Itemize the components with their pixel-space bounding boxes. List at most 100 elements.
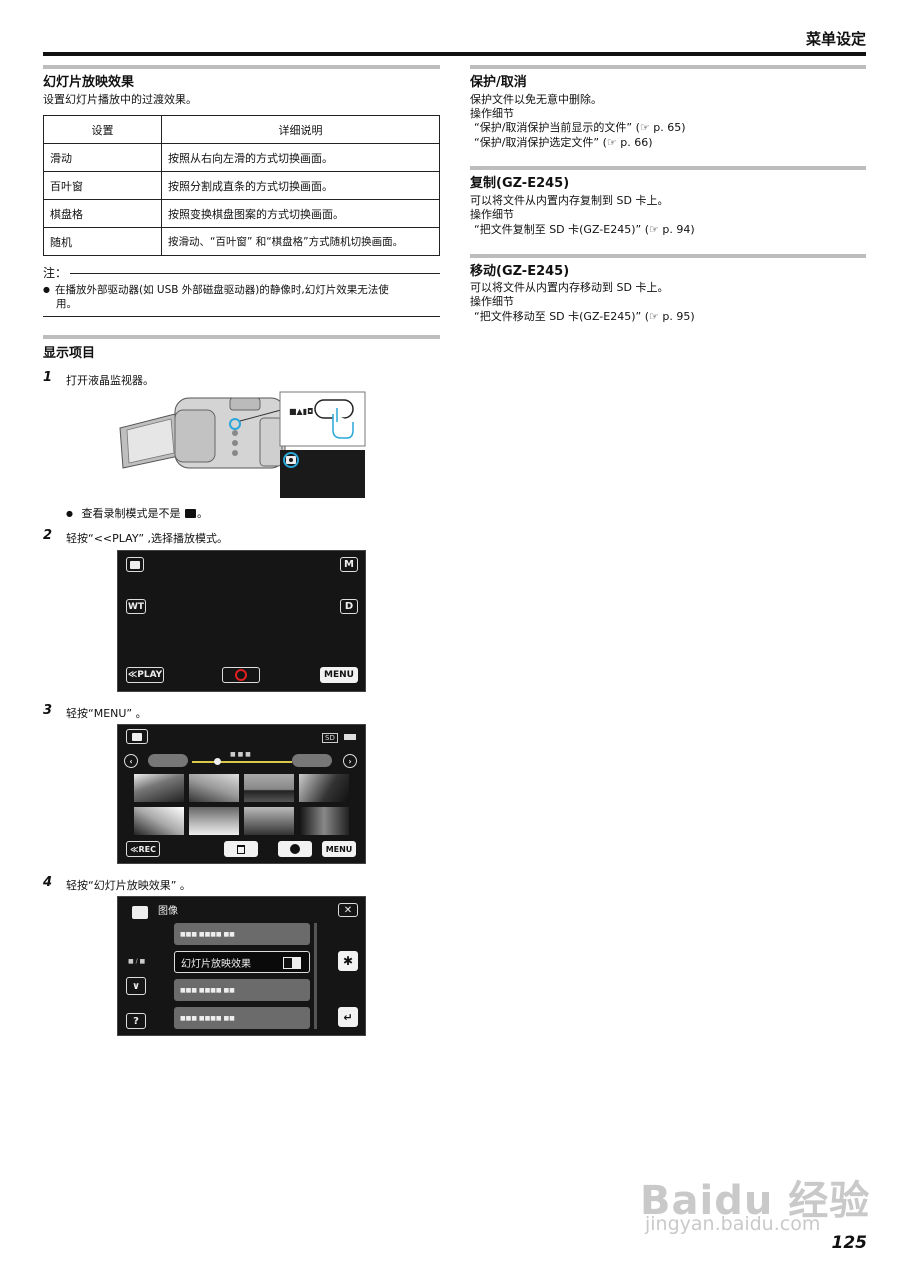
table-row: 随机 按滑动、“百叶窗” 和“棋盘格”方式随机切换画面。 [43, 227, 440, 256]
date-pill-right[interactable] [292, 754, 332, 767]
note-text: 在播放外部驱动器(如 USB 外部磁盘驱动器)的静像时,幻灯片效果无法使 [43, 283, 389, 298]
camera-mode-button[interactable] [126, 557, 144, 572]
table-cell: 按照从右向左滑的方式切换画面。 [161, 143, 440, 172]
step-number: 1 [43, 370, 53, 385]
lcd-screen-menu: 图像 ✕ ■■■ ■■■■ ■■ 幻灯片放映效果 ■■■ ■■■■ ■■ ■■■… [117, 896, 366, 1036]
note-text-2: 用。 [56, 298, 77, 310]
rec-button[interactable]: ≪REC [126, 841, 160, 857]
gear-icon: ✱ [342, 954, 354, 968]
timeline-handle[interactable] [214, 758, 221, 765]
next-arrow-button[interactable]: › [343, 754, 357, 768]
camera-icon [132, 906, 148, 919]
step-number: 3 [43, 703, 53, 718]
settings-button[interactable]: ✱ [338, 951, 358, 971]
table-row: 滑动 按照从右向左滑的方式切换画面。 [43, 143, 440, 172]
slide-effect-desc: 设置幻灯片播放中的过渡效果。 [43, 93, 197, 106]
page-header: 菜单设定 [43, 28, 866, 56]
menu-item[interactable]: ■■■ ■■■■ ■■ [174, 979, 310, 1001]
protect-ref-link[interactable]: “保护/取消保护当前显示的文件” (☞ p. 65) [474, 121, 686, 134]
thumbnail[interactable] [244, 774, 294, 802]
close-button[interactable]: ✕ [338, 903, 358, 917]
move-line-2: 操作细节 [470, 295, 514, 308]
copy-title: 复制(GZ-E245) [470, 176, 570, 191]
section-bar [470, 65, 866, 69]
trash-icon [237, 844, 245, 854]
svg-text:■▲▮◘: ■▲▮◘ [289, 407, 313, 416]
menu-button[interactable]: MENU [322, 841, 356, 857]
table-cell: 按滑动、“百叶窗” 和“棋盘格”方式随机切换画面。 [161, 227, 440, 256]
table-cell: 百叶窗 [43, 171, 162, 200]
table-cell: 随机 [43, 227, 162, 256]
play-button[interactable]: ≪PLAY [126, 667, 164, 683]
page-number: 125 [831, 1233, 868, 1253]
page-title: 菜单设定 [805, 30, 866, 48]
return-icon: ↵ [343, 1010, 353, 1024]
timeline-bar[interactable] [192, 761, 292, 763]
section-bar [470, 166, 866, 170]
step-text: 轻按“MENU” 。 [66, 707, 147, 720]
sd-badge: SD [322, 733, 338, 743]
thumbnail[interactable] [299, 807, 349, 835]
thumbnail[interactable] [189, 807, 239, 835]
section-bar [470, 254, 866, 258]
back-button[interactable]: ↵ [338, 1007, 358, 1027]
step-text: 轻按“幻灯片放映效果” 。 [66, 879, 191, 892]
note-divider [70, 273, 440, 274]
camera-icon [184, 509, 196, 518]
protect-line-1: 保护文件以免无意中删除。 [470, 93, 602, 106]
camcorder-illustration: ■▲▮◘ [119, 391, 366, 498]
page-indicator: ■ / ■ [128, 958, 146, 965]
thumbnail[interactable] [189, 774, 239, 802]
record-icon [235, 669, 247, 681]
date-pill-left[interactable] [148, 754, 188, 767]
wt-button[interactable]: WT [126, 599, 146, 614]
slide-effect-title: 幻灯片放映效果 [43, 75, 135, 90]
burst-icon [290, 844, 300, 854]
lcd-screen-record: M WT D ≪PLAY MENU [117, 550, 366, 692]
filter-button[interactable] [278, 841, 312, 857]
menu-button[interactable]: MENU [320, 667, 358, 683]
protect-ref-link[interactable]: “保护/取消保护选定文件” (☞ p. 66) [474, 136, 653, 149]
menu-item[interactable]: ■■■ ■■■■ ■■ [174, 1007, 310, 1029]
step-number: 4 [43, 875, 53, 890]
table-header-cell: 设置 [43, 115, 162, 144]
prev-arrow-button[interactable]: ‹ [124, 754, 138, 768]
protect-title: 保护/取消 [470, 75, 527, 90]
check-mode-suffix: 。 [196, 507, 208, 520]
manual-button[interactable]: M [340, 557, 358, 572]
table-header-cell: 详细说明 [161, 115, 440, 144]
camera-icon [132, 732, 142, 741]
thumbnail[interactable] [134, 774, 184, 802]
move-line-1: 可以将文件从内置内存移动到 SD 卡上。 [470, 281, 669, 294]
lcd-screen-playback: SD ■ ■ ■ ‹ › ≪REC MENU [117, 724, 366, 864]
help-button[interactable]: ? [126, 1013, 146, 1029]
display-items-title: 显示项目 [43, 346, 96, 361]
menu-item-slide-effect[interactable]: 幻灯片放映效果 [174, 951, 310, 973]
note-bottom-divider [43, 316, 440, 317]
copy-ref-link[interactable]: “把文件复制至 SD 卡(GZ-E245)” (☞ p. 94) [474, 223, 695, 236]
move-title: 移动(GZ-E245) [470, 264, 570, 279]
menu-item[interactable]: ■■■ ■■■■ ■■ [174, 923, 310, 945]
note-label: 注： [43, 266, 68, 280]
table-cell: 棋盘格 [43, 199, 162, 228]
scrollbar[interactable] [314, 923, 317, 1029]
record-button[interactable] [222, 667, 260, 683]
protect-line-2: 操作细节 [470, 107, 514, 120]
table-cell: 按照分割成直条的方式切换画面。 [161, 171, 440, 200]
thumbnail[interactable] [299, 774, 349, 802]
thumbnail[interactable] [134, 807, 184, 835]
display-button[interactable]: D [340, 599, 358, 614]
thumbnail[interactable] [244, 807, 294, 835]
table-header-row: 设置 详细说明 [43, 115, 440, 144]
battery-icon [344, 734, 356, 740]
delete-button[interactable] [224, 841, 258, 857]
move-ref-link[interactable]: “把文件移动至 SD 卡(GZ-E245)” (☞ p. 95) [474, 310, 695, 323]
camera-mode-button[interactable] [126, 729, 148, 744]
slide-effect-table: 设置 详细说明 滑动 按照从右向左滑的方式切换画面。 百叶窗 按照分割成直条的方… [43, 115, 440, 256]
table-row: 百叶窗 按照分割成直条的方式切换画面。 [43, 171, 440, 200]
step-text: 轻按“<<PLAY” ,选择播放模式。 [66, 532, 229, 545]
date-label: ■ ■ ■ [230, 751, 251, 758]
menu-item-label: 幻灯片放映效果 [181, 958, 251, 970]
step-text: 打开液晶监视器。 [66, 374, 154, 387]
scroll-down-button[interactable]: ∨ [126, 977, 146, 995]
